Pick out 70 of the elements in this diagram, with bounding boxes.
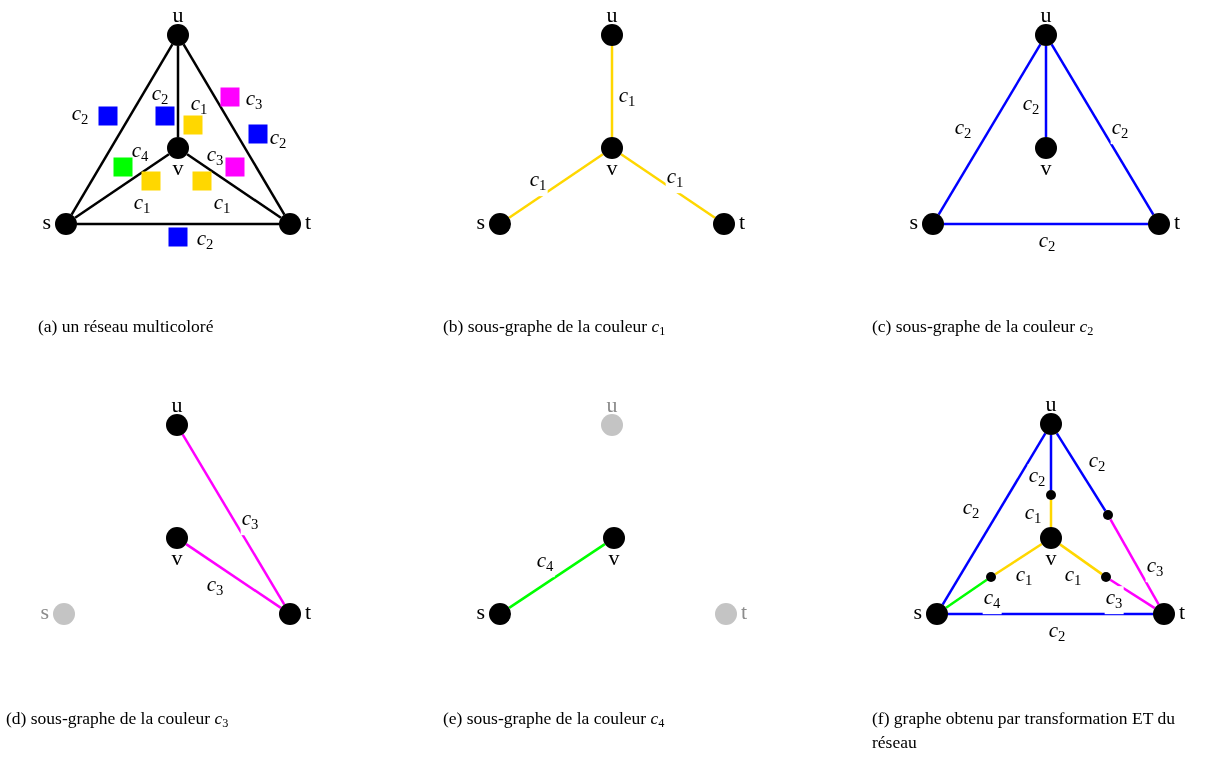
vertex-label: t — [305, 211, 312, 233]
subfigure-caption: (e) sous-graphe de la couleur c$_{4}$ — [443, 707, 666, 733]
color-label: c$_{3}$ — [245, 87, 263, 114]
color-label: c$_{2}$ — [196, 227, 214, 254]
edge-line — [1049, 500, 1053, 527]
vertex-label: u — [606, 4, 618, 26]
vertex-label: u — [1045, 393, 1057, 415]
edge-line — [994, 542, 1043, 576]
edge-line — [941, 432, 1047, 606]
subfigure-caption: (b) sous-graphe de la couleur c$_{1}$ — [443, 315, 667, 341]
edge-line — [1044, 46, 1048, 137]
vertex-label: v — [608, 547, 620, 569]
vertex-label: v — [171, 547, 183, 569]
vertex-label: v — [172, 157, 184, 179]
color-label: c$_{4}$ — [131, 139, 149, 166]
edge-label: c$_{3}$ — [1104, 586, 1124, 614]
subfigure-caption: (d) sous-graphe de la couleur c$_{3}$ — [6, 707, 230, 733]
vertex-dot — [1046, 490, 1056, 500]
vertex-label: s — [913, 601, 922, 623]
vertex-label: u — [172, 4, 184, 26]
edge-line — [176, 46, 180, 137]
edge-line — [1109, 578, 1156, 610]
color-label: c$_{2}$ — [269, 126, 287, 153]
vertex-label: t — [739, 211, 746, 233]
color-label: c$_{1}$ — [190, 92, 208, 119]
vertex-label: s — [476, 601, 485, 623]
subfigure-caption: (a) un réseau multicoloré — [38, 315, 215, 338]
edge-line — [74, 153, 170, 219]
vertex-label: s — [909, 211, 918, 233]
subfigure-caption: (f) graphe obtenu par transformation ET du réseau — [872, 707, 1176, 754]
color-label: c$_{3}$ — [206, 143, 224, 170]
edge-line — [610, 46, 614, 137]
edge-line — [1055, 432, 1107, 512]
vertex-label: t — [741, 601, 748, 623]
edge-line — [186, 153, 282, 219]
vertex-label: u — [1040, 4, 1052, 26]
color-label: c$_{1}$ — [213, 191, 231, 218]
edge-line — [620, 153, 716, 219]
edge-line — [185, 543, 282, 609]
vertex-label: s — [476, 211, 485, 233]
vertex-label: u — [606, 394, 618, 416]
edge-line — [181, 433, 286, 606]
color-label: c$_{2}$ — [71, 102, 89, 129]
subfigure-caption: (c) sous-graphe de la couleur c$_{2}$ — [872, 315, 1095, 341]
vertex-label: t — [305, 601, 312, 623]
edge-line — [1049, 435, 1053, 490]
edge-line — [1059, 543, 1103, 576]
color-label: c$_{1}$ — [133, 191, 151, 218]
edge-line — [1109, 518, 1160, 606]
edge-line — [1050, 43, 1155, 216]
vertex-label: v — [1045, 547, 1057, 569]
vertex-label: u — [171, 394, 183, 416]
vertex-label: s — [40, 601, 49, 623]
vertex-label: t — [1174, 211, 1181, 233]
edge-line — [945, 578, 988, 609]
edge-line — [508, 153, 604, 219]
color-label: c$_{2}$ — [151, 82, 169, 109]
vertex-dot — [1101, 572, 1111, 582]
vertex-dot — [986, 572, 996, 582]
edge-line — [182, 43, 286, 216]
edge-line — [937, 43, 1042, 216]
edge-line — [70, 43, 174, 216]
vertex-label: s — [42, 211, 51, 233]
vertex-label: v — [606, 157, 618, 179]
vertex-label: v — [1040, 157, 1052, 179]
edge-line — [508, 543, 606, 609]
vertex-dot — [1103, 510, 1113, 520]
edge-line — [77, 222, 279, 226]
edge-line — [944, 222, 1148, 226]
vertex-label: t — [1179, 601, 1186, 623]
